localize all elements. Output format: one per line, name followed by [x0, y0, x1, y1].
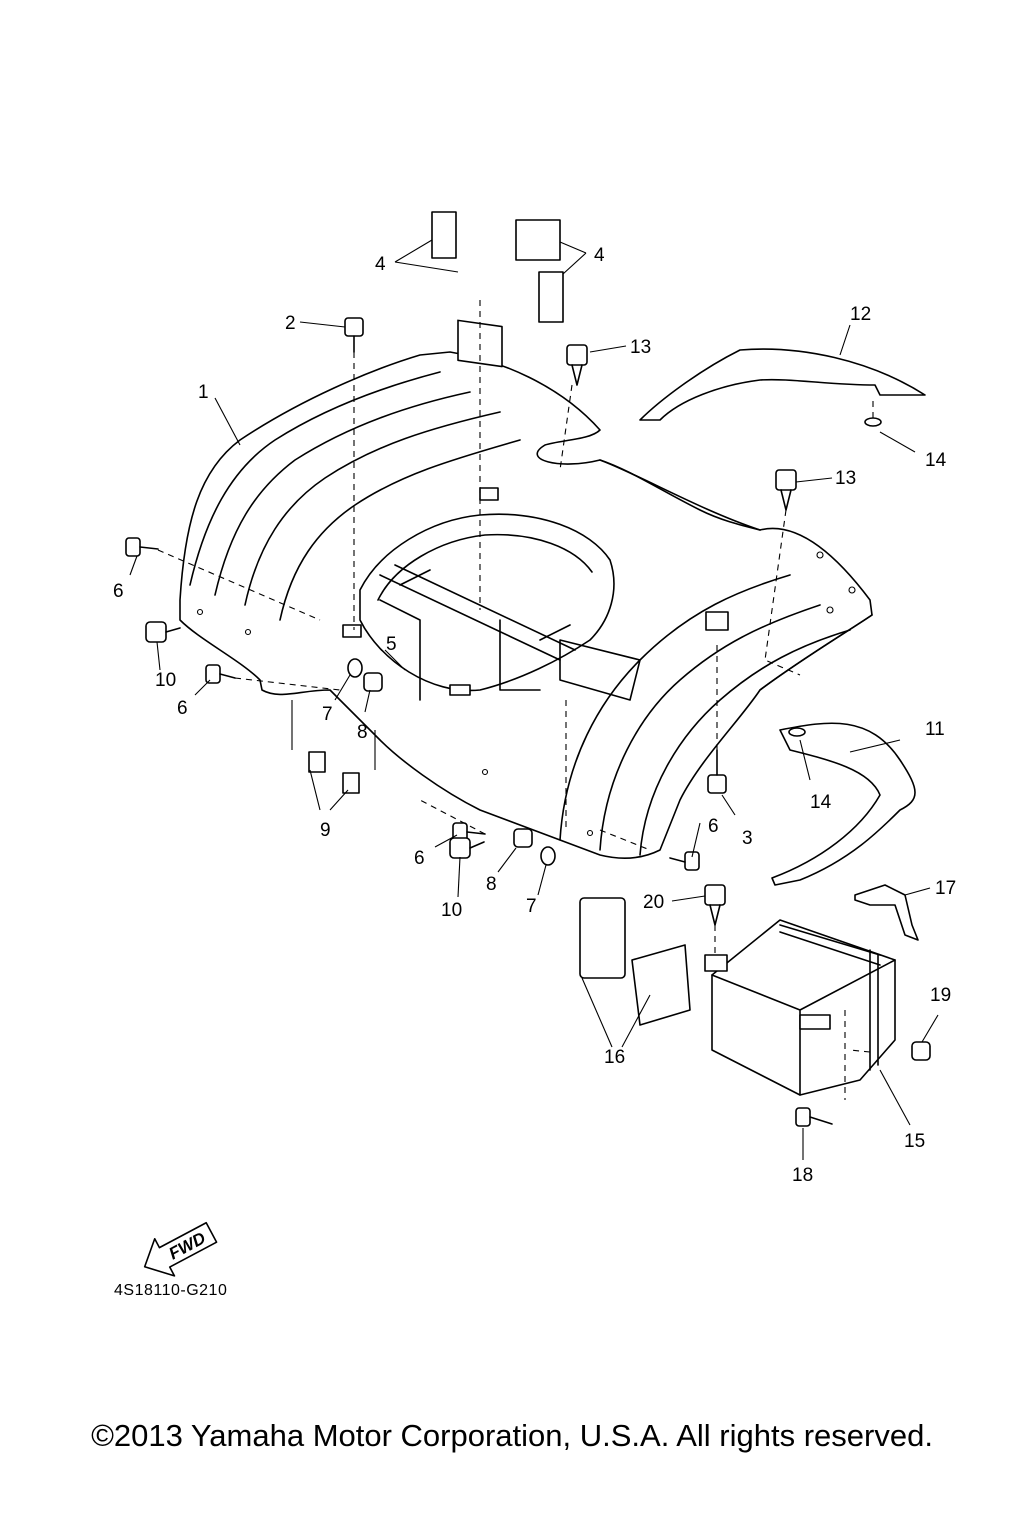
callout-17: 17 [935, 878, 956, 899]
fwd-arrow-icon: FWD [143, 1221, 218, 1277]
bracket-17 [854, 884, 919, 941]
callout-10a: 10 [155, 670, 176, 691]
diagram-code: 4S18110-G210 [114, 1282, 228, 1299]
callout-3: 3 [742, 828, 753, 849]
callout-14b: 14 [810, 792, 832, 813]
callout-14a: 14 [925, 450, 947, 471]
callout-18: 18 [792, 1165, 813, 1186]
callout-20: 20 [643, 892, 664, 913]
fasteners [125, 317, 931, 1127]
callout-11: 11 [925, 719, 945, 740]
tool-box [704, 919, 896, 1096]
callout-15: 15 [904, 1131, 925, 1152]
callout-16: 16 [604, 1047, 625, 1068]
callout-4a: 4 [375, 254, 386, 275]
callout-7b: 7 [526, 896, 537, 917]
callout-10b: 10 [441, 900, 462, 921]
mud-flap-12 [639, 348, 926, 421]
callout-7a: 7 [322, 704, 333, 725]
callout-1: 1 [198, 382, 209, 403]
callout-6b: 6 [177, 698, 188, 719]
leader-lines [129, 239, 939, 1160]
copyright-notice: ©2013 Yamaha Motor Corporation, U.S.A. A… [91, 1418, 933, 1453]
mud-flap-11 [771, 722, 916, 886]
callout-5: 5 [386, 634, 397, 655]
callout-6c: 6 [414, 848, 425, 869]
callout-labels: 1 2 3 4 4 5 6 6 6 6 7 7 8 8 9 10 10 11 1… [113, 245, 956, 1186]
callout-12: 12 [850, 304, 871, 325]
callout-6d: 6 [708, 816, 719, 837]
alignment-lines [157, 300, 874, 1100]
callout-13b: 13 [835, 468, 856, 489]
callout-13a: 13 [630, 337, 651, 358]
callout-8b: 8 [486, 874, 497, 895]
callout-4b: 4 [594, 245, 605, 266]
decals [431, 211, 564, 368]
callout-8a: 8 [357, 722, 368, 743]
callout-19: 19 [930, 985, 951, 1006]
pad-16b [631, 944, 691, 1026]
callout-9: 9 [320, 820, 331, 841]
callout-6a: 6 [113, 581, 124, 602]
rear-fender [179, 351, 873, 860]
pad-16a [579, 897, 626, 979]
callout-2: 2 [285, 313, 296, 334]
